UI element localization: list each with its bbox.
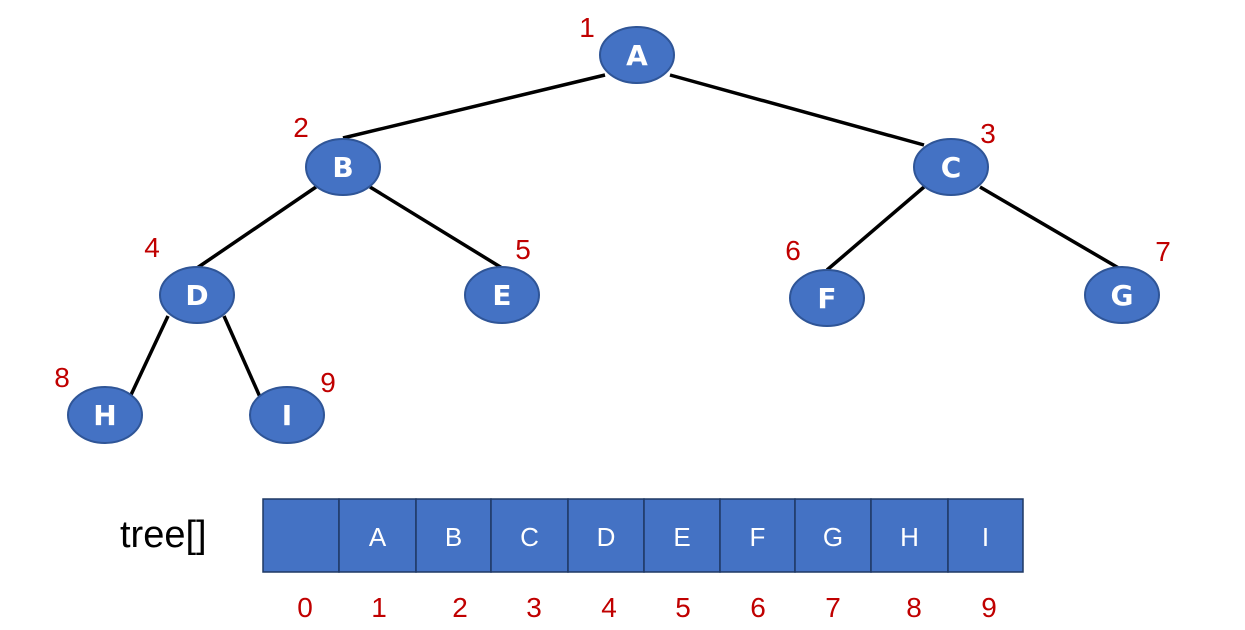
cell-box — [794, 498, 872, 573]
cell-value: F — [750, 522, 766, 552]
array-cell-5: E — [643, 498, 721, 573]
node-label: B — [332, 151, 353, 184]
cell-value: I — [982, 522, 989, 552]
node-label: C — [941, 151, 962, 184]
cell-box — [567, 498, 645, 573]
cell-box — [338, 498, 417, 573]
node-index-label: 4 — [144, 232, 160, 263]
array-cell-8: H — [870, 498, 949, 573]
cell-box — [719, 498, 796, 573]
node-index-label: 2 — [293, 112, 309, 143]
node-label: D — [185, 279, 208, 312]
array-cell-6: F — [719, 498, 796, 573]
node-index-label: 6 — [785, 235, 801, 266]
array-cell-1: A — [338, 498, 417, 573]
cell-value: C — [520, 522, 539, 552]
cell-box — [415, 498, 492, 573]
array-index-2: 2 — [452, 592, 468, 623]
array-cell-3: C — [490, 498, 569, 573]
tree-node-d: D — [159, 266, 235, 324]
array-index-6: 6 — [750, 592, 766, 623]
cell-box — [262, 498, 340, 573]
node-ellipse — [599, 26, 675, 84]
cell-value: H — [900, 522, 919, 552]
array-indices: 0 1 2 3 4 5 6 7 8 9 — [297, 592, 997, 623]
node-index-label: 5 — [515, 234, 531, 265]
array-index-8: 8 — [906, 592, 922, 623]
tree-edges — [128, 73, 1123, 398]
node-label: I — [282, 399, 292, 432]
cell-box — [643, 498, 721, 573]
cell-box — [490, 498, 569, 573]
node-index-label: 9 — [320, 367, 336, 398]
tree-node-f: F — [789, 269, 865, 327]
node-index-label: 8 — [54, 362, 70, 393]
array-index-1: 1 — [371, 592, 387, 623]
tree-nodes: A B C D E F G H I — [67, 26, 1160, 444]
tree-node-b: B — [305, 138, 381, 196]
array-index-3: 3 — [526, 592, 542, 623]
node-label: H — [93, 399, 116, 432]
edge-a-c — [669, 73, 925, 147]
edge-c-g — [979, 185, 1123, 272]
node-label: F — [817, 282, 836, 315]
cell-value: G — [823, 522, 843, 552]
cell-box — [947, 498, 1024, 573]
node-label: G — [1111, 279, 1134, 312]
tree-node-a: A — [599, 26, 675, 84]
edge-d-i — [222, 315, 262, 398]
node-ellipse — [305, 138, 381, 196]
node-label: E — [492, 279, 511, 312]
array-cell-7: G — [794, 498, 872, 573]
array-index-5: 5 — [675, 592, 691, 623]
node-ellipse — [913, 138, 989, 196]
array-cell-2: B — [415, 498, 492, 573]
edge-a-b — [342, 73, 606, 140]
node-ellipse — [464, 266, 540, 324]
node-ellipse — [67, 386, 143, 444]
cell-value: A — [369, 522, 387, 552]
array-cell-0 — [262, 498, 340, 573]
cell-value: D — [597, 522, 616, 552]
array-cell-4: D — [567, 498, 645, 573]
array-cells: A B C D E F G H I — [262, 498, 1024, 573]
tree-node-h: H — [67, 386, 143, 444]
tree-node-c: C — [913, 138, 989, 196]
tree-node-e: E — [464, 266, 540, 324]
tree-node-g: G — [1084, 266, 1160, 324]
node-index-label: 3 — [980, 118, 996, 149]
cell-value: E — [673, 522, 690, 552]
array-index-7: 7 — [825, 592, 841, 623]
node-ellipse — [159, 266, 235, 324]
cell-value: B — [445, 522, 462, 552]
tree-node-i: I — [249, 386, 325, 444]
node-ellipse — [249, 386, 325, 444]
node-index-label: 1 — [579, 12, 595, 43]
edge-d-h — [128, 315, 170, 398]
edge-b-d — [196, 185, 317, 270]
array-index-0: 0 — [297, 592, 313, 623]
array-index-9: 9 — [981, 592, 997, 623]
node-ellipse — [789, 269, 865, 327]
node-label: A — [626, 39, 648, 72]
node-index-label: 7 — [1155, 236, 1171, 267]
array-index-4: 4 — [601, 592, 617, 623]
array-title: tree[] — [120, 514, 207, 556]
node-ellipse — [1084, 266, 1160, 324]
tree-node-indices: 1 2 3 4 5 6 7 8 9 — [54, 12, 1171, 398]
edge-c-f — [825, 185, 926, 272]
edge-b-e — [369, 185, 503, 270]
array-cell-9: I — [947, 498, 1024, 573]
cell-box — [870, 498, 949, 573]
